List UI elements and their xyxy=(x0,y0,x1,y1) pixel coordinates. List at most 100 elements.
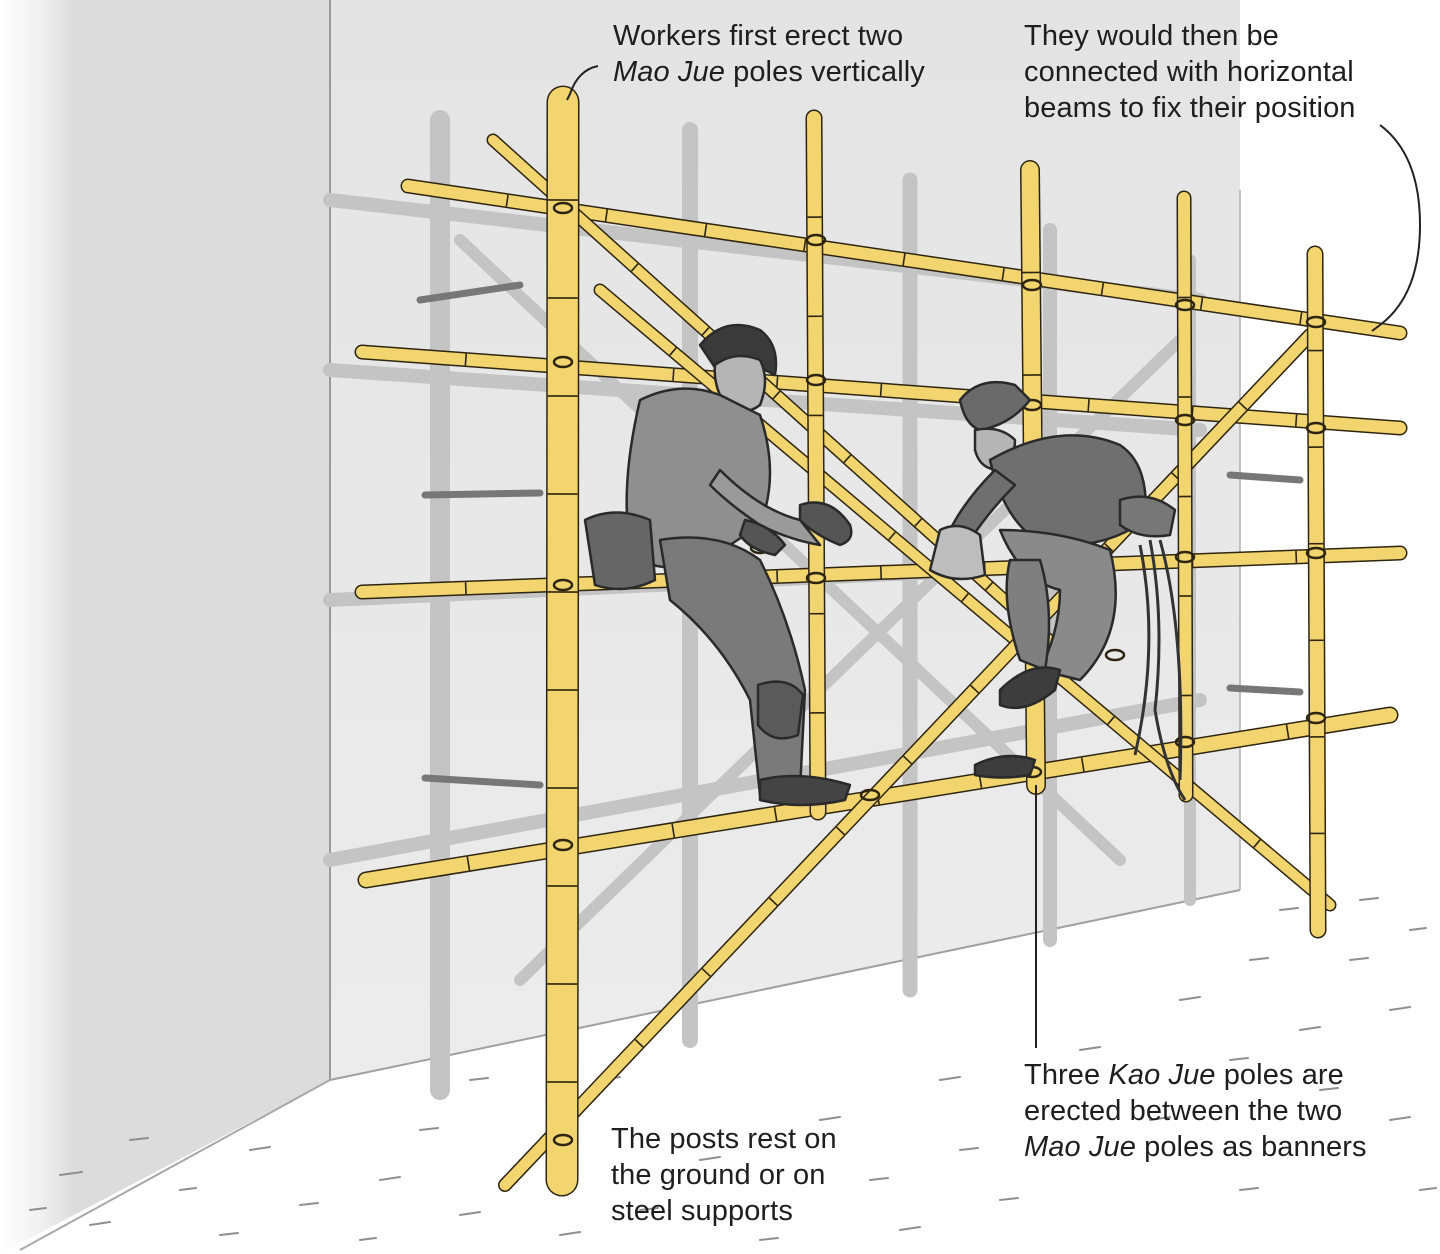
leader-horizontal-beams xyxy=(1371,124,1422,332)
diagonal-brace-long-node xyxy=(669,347,677,356)
caption-beams-line1: They would then be xyxy=(1024,20,1279,52)
horizontal-beam-top-node xyxy=(1001,268,1005,281)
kao-jue-pole-1-fill xyxy=(807,111,825,819)
worker-right-shoe xyxy=(998,666,1062,710)
worker-left-arm xyxy=(708,468,822,547)
diagonal-brace-rising-node xyxy=(768,897,778,907)
diagonal-brace-left-upper-node xyxy=(843,454,852,464)
horizontal-beam-top-node xyxy=(803,238,807,251)
diagonal-brace-rising xyxy=(498,328,1317,1192)
kao-jue-pole-1 xyxy=(805,109,827,821)
horizontal-beam-2-node xyxy=(464,353,468,366)
caption-posts-line1: The posts rest on xyxy=(611,1123,837,1155)
diagonal-brace-left-upper-node xyxy=(772,390,781,400)
horizontal-beam-top-node xyxy=(505,194,509,207)
worker-right-hat xyxy=(958,380,1032,432)
caption-beams-line2: connected with horizontal xyxy=(1024,56,1354,88)
lashing-tie xyxy=(552,578,574,592)
lashing-tie xyxy=(1174,735,1196,749)
horizontal-beam-2-node xyxy=(672,368,675,381)
lashing-tie xyxy=(1174,550,1196,564)
diagonal-brace-rising-node xyxy=(1238,401,1248,411)
lashing-tie xyxy=(552,201,574,215)
horizontal-beam-top-node xyxy=(703,224,708,237)
caption-beams-line3: beams to fix their position xyxy=(1024,92,1356,124)
caption-horizontal-beams: They would then be connected with horizo… xyxy=(1024,18,1356,126)
caption-posts-line3: steel supports xyxy=(611,1195,793,1227)
kao-jue-pole-3 xyxy=(1176,190,1194,803)
worker-right-shoe-2 xyxy=(973,754,1037,779)
mao-jue-pole-left-fill xyxy=(547,87,578,1195)
diagonal-brace-rising-node xyxy=(701,968,711,977)
diagonal-brace-long-node xyxy=(888,531,896,541)
mao-jue-pole-right-fill xyxy=(1308,247,1325,937)
diagonal-brace-left-upper-node xyxy=(914,518,923,527)
horizontal-beam-top-node xyxy=(1299,312,1303,325)
horizontal-beam-4-node xyxy=(773,806,778,822)
lashing-tie xyxy=(1174,413,1196,427)
horizontal-beam-4-node xyxy=(466,856,471,871)
diagonal-brace-rising-node xyxy=(902,755,913,765)
lashing-tie xyxy=(552,355,574,369)
diagonal-brace-long-node xyxy=(961,593,969,602)
horizontal-beam-4-node xyxy=(1285,724,1290,739)
worker-left-glove xyxy=(798,501,853,547)
lashing-tie xyxy=(552,1133,574,1147)
annotation-leaders xyxy=(566,65,1422,1048)
worker-left-shoe xyxy=(758,774,852,807)
mao-jue-pole-left xyxy=(545,85,580,1197)
building-base-edge xyxy=(329,889,1241,1081)
lashing-tie xyxy=(859,788,881,802)
caption-kao-jue-line3: Mao Jue poles as banners xyxy=(1024,1129,1367,1165)
diagonal-brace-left-upper-node xyxy=(985,581,994,591)
caption-mao-jue-line2-rest: poles vertically xyxy=(724,56,925,88)
caption-kao-jue: Three Kao Jue poles are erected between … xyxy=(1024,1057,1367,1165)
lashing-tie xyxy=(1305,711,1327,725)
worker-left-glove-2 xyxy=(738,518,787,557)
bamboo-poles xyxy=(354,85,1408,1197)
leader-mao-jue xyxy=(566,65,599,101)
diagonal-brace-long-node xyxy=(1253,839,1261,848)
lashing-tie xyxy=(1174,298,1196,312)
horizontal-beam-2-node xyxy=(1087,399,1090,412)
lashing-tie xyxy=(1104,648,1126,662)
horizontal-beam-4-node xyxy=(1080,757,1085,772)
diagonal-brace-rising-node xyxy=(634,1038,644,1048)
caption-mao-jue-line2: Mao Jue poles vertically xyxy=(613,54,925,90)
caption-mao-jue-vertical: Workers first erect two Mao Jue poles ve… xyxy=(613,18,925,90)
lashing-tie xyxy=(1305,546,1327,560)
diagonal-brace-rising-node xyxy=(970,684,980,694)
horizontal-beam-2-node xyxy=(1294,414,1298,427)
caption-kao-jue-post: poles are xyxy=(1215,1059,1344,1091)
diagonal-brace-rising-node xyxy=(1104,543,1114,552)
wall-brackets xyxy=(416,281,1304,789)
caption-posts-line2: the ground or on xyxy=(611,1159,826,1191)
lashing-tie xyxy=(805,373,827,387)
worker-left-knee-pad xyxy=(756,680,805,740)
diagonal-brace-long-node xyxy=(1107,716,1115,725)
worker-right xyxy=(928,380,1187,801)
horizontal-beam-2-node xyxy=(879,383,883,397)
mao-jue-pole-right xyxy=(1306,245,1327,939)
horizontal-beam-top-node xyxy=(1199,297,1204,310)
horizontal-beam-top-node xyxy=(902,253,906,266)
worker-left xyxy=(583,323,853,807)
horizontal-beam-top-node xyxy=(1100,282,1105,295)
diagonal-brace-left-upper-node xyxy=(630,263,639,272)
worker-right-belt-pouch xyxy=(1118,495,1177,538)
worker-left-tool-pouch xyxy=(583,511,657,591)
worker-right-hands xyxy=(928,524,987,581)
building-side-face xyxy=(0,0,330,1254)
caption-kao-jue-line1: Three Kao Jue poles are xyxy=(1024,1057,1367,1093)
diagonal-brace-left-upper-node xyxy=(701,326,710,336)
lashing-tie xyxy=(1305,421,1327,435)
caption-kao-jue-pre: Three xyxy=(1024,1059,1109,1091)
caption-mao-jue-italic: Mao Jue xyxy=(613,56,725,88)
diagonal-brace-rising-node xyxy=(835,826,845,836)
worker-right-rope xyxy=(1133,539,1187,801)
caption-kao-jue-line3-italic: Mao Jue xyxy=(1024,1131,1136,1163)
lashing-tie xyxy=(1305,315,1327,329)
lashing-tie xyxy=(1021,278,1043,292)
horizontal-beam-2-node xyxy=(775,376,779,389)
lashing-tie xyxy=(805,571,827,585)
